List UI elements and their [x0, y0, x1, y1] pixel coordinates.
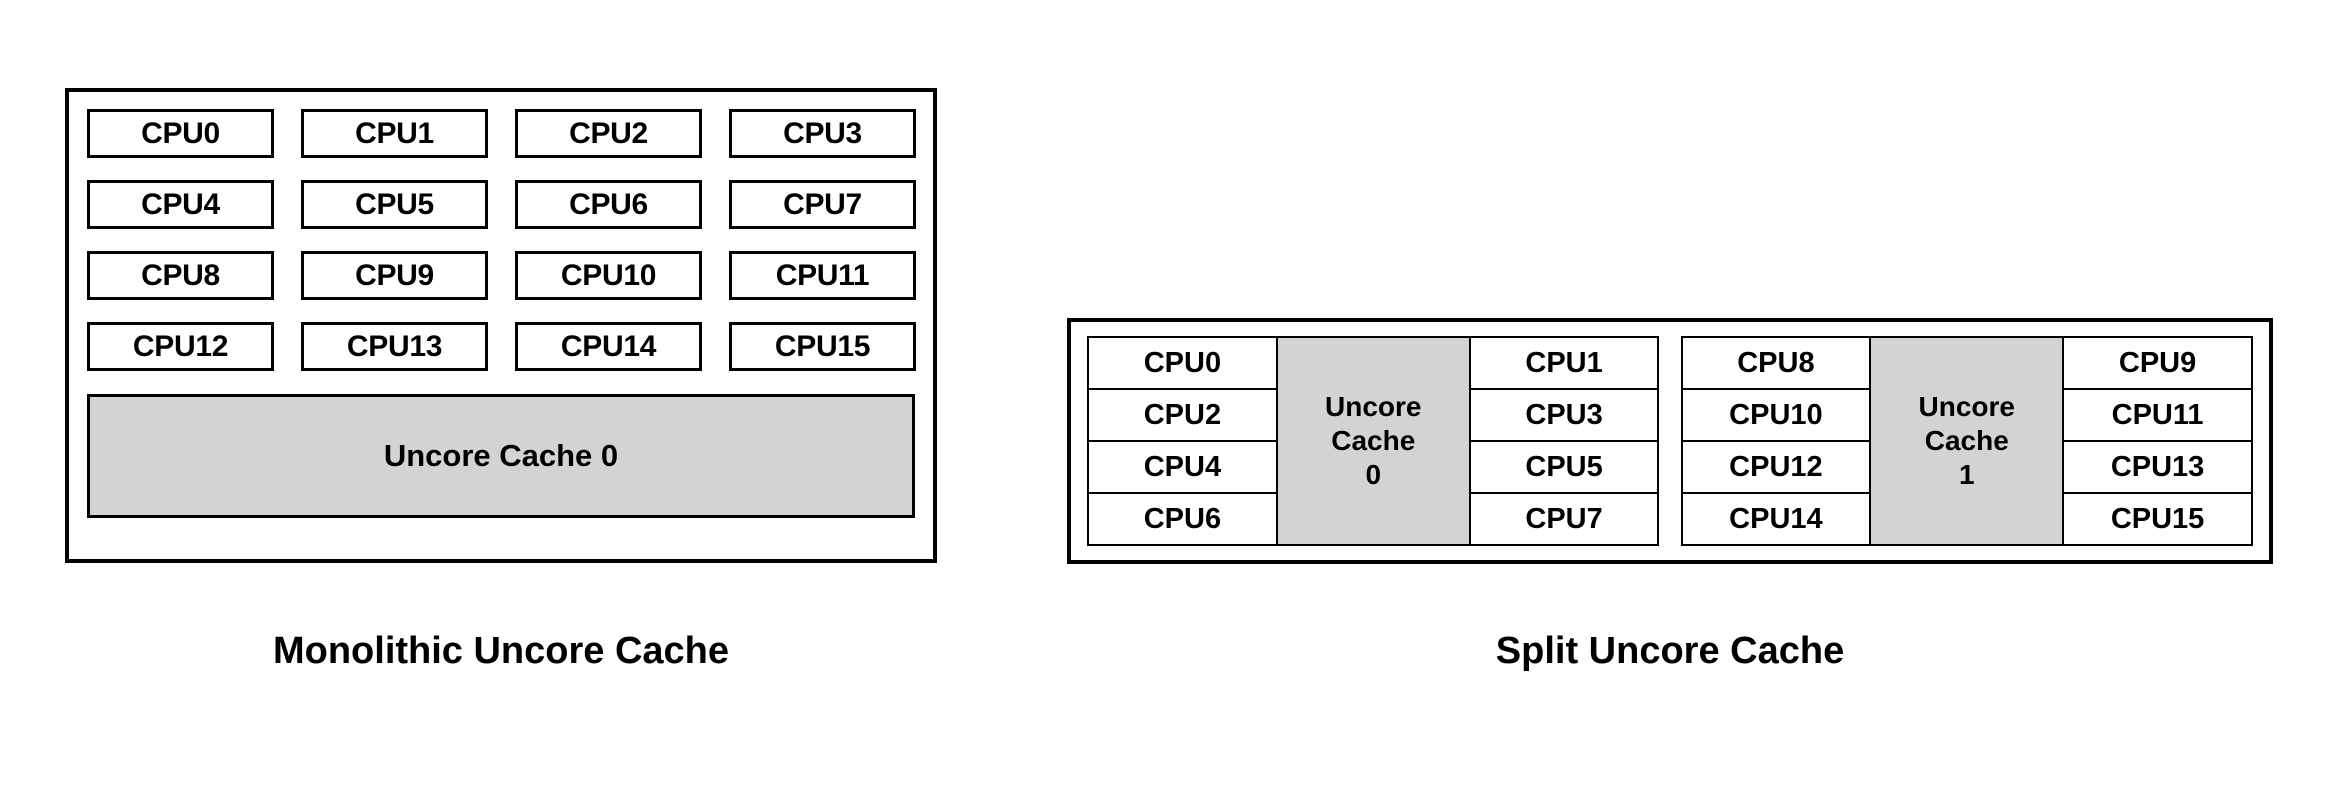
- uncore-cache-line: Cache: [1924, 424, 2009, 456]
- cluster-1-right-cpu-column: CPU9 CPU11 CPU13 CPU15: [2062, 336, 2253, 546]
- cpu-box: CPU13: [301, 322, 488, 371]
- cpu-box: CPU14: [1680, 492, 1872, 546]
- uncore-cache-line: Uncore: [1918, 390, 2015, 422]
- cpu-box: CPU7: [1468, 492, 1660, 546]
- uncore-cache-line: Cache: [1331, 424, 1416, 456]
- uncore-cache-block: Uncore Cache 1: [1869, 336, 2065, 546]
- cpu-box: CPU8: [1680, 336, 1872, 390]
- uncore-cache-index: 1: [1958, 459, 1975, 491]
- cpu-box: CPU5: [301, 180, 488, 229]
- cluster-0: CPU0 CPU2 CPU4 CPU6 Uncore Cache 0 CPU1 …: [1087, 336, 1660, 546]
- cpu-box: CPU2: [1087, 388, 1278, 442]
- uncore-cache-line: Uncore: [1325, 390, 1422, 422]
- cluster-1-left-cpu-column: CPU8 CPU10 CPU12 CPU14: [1680, 336, 1872, 546]
- cpu-box: CPU1: [301, 109, 488, 158]
- cpu-box: CPU13: [2062, 440, 2253, 494]
- cpu-box: CPU9: [2062, 336, 2253, 390]
- cpu-box: CPU1: [1468, 336, 1660, 390]
- cpu-box: CPU0: [87, 109, 274, 158]
- cpu-box: CPU2: [515, 109, 702, 158]
- cpu-box: CPU9: [301, 251, 488, 300]
- monolithic-cpu-grid: CPU0 CPU1 CPU2 CPU3 CPU4 CPU5 CPU6 CPU7 …: [87, 109, 916, 371]
- cpu-box: CPU11: [729, 251, 916, 300]
- split-uncore-cache-figure: CPU0 CPU2 CPU4 CPU6 Uncore Cache 0 CPU1 …: [1067, 318, 2273, 564]
- cluster-0-right-cpu-column: CPU1 CPU3 CPU5 CPU7: [1468, 336, 1660, 546]
- uncore-cache-block: Uncore Cache 0: [87, 394, 915, 518]
- cpu-box: CPU3: [1468, 388, 1660, 442]
- cpu-box: CPU0: [1087, 336, 1278, 390]
- cpu-box: CPU6: [1087, 492, 1278, 546]
- cpu-box: CPU12: [87, 322, 274, 371]
- cpu-box: CPU7: [729, 180, 916, 229]
- cpu-box: CPU12: [1680, 440, 1872, 494]
- cpu-box: CPU4: [1087, 440, 1278, 494]
- cpu-box: CPU15: [729, 322, 916, 371]
- cpu-box: CPU10: [515, 251, 702, 300]
- cpu-box: CPU4: [87, 180, 274, 229]
- cluster-0-left-cpu-column: CPU0 CPU2 CPU4 CPU6: [1087, 336, 1278, 546]
- uncore-cache-index: 0: [1365, 459, 1382, 491]
- monolithic-uncore-cache-figure: CPU0 CPU1 CPU2 CPU3 CPU4 CPU5 CPU6 CPU7 …: [65, 88, 937, 563]
- cluster-1: CPU8 CPU10 CPU12 CPU14 Uncore Cache 1 CP…: [1680, 336, 2254, 546]
- split-clusters: CPU0 CPU2 CPU4 CPU6 Uncore Cache 0 CPU1 …: [1087, 336, 2253, 546]
- cpu-box: CPU11: [2062, 388, 2253, 442]
- monolithic-caption: Monolithic Uncore Cache: [272, 630, 730, 672]
- cpu-box: CPU15: [2062, 492, 2253, 546]
- split-caption: Split Uncore Cache: [1495, 630, 1845, 672]
- cpu-box: CPU6: [515, 180, 702, 229]
- cpu-box: CPU8: [87, 251, 274, 300]
- cpu-box: CPU3: [729, 109, 916, 158]
- cpu-box: CPU14: [515, 322, 702, 371]
- cpu-box: CPU10: [1680, 388, 1872, 442]
- cpu-box: CPU5: [1468, 440, 1660, 494]
- uncore-cache-block: Uncore Cache 0: [1275, 336, 1471, 546]
